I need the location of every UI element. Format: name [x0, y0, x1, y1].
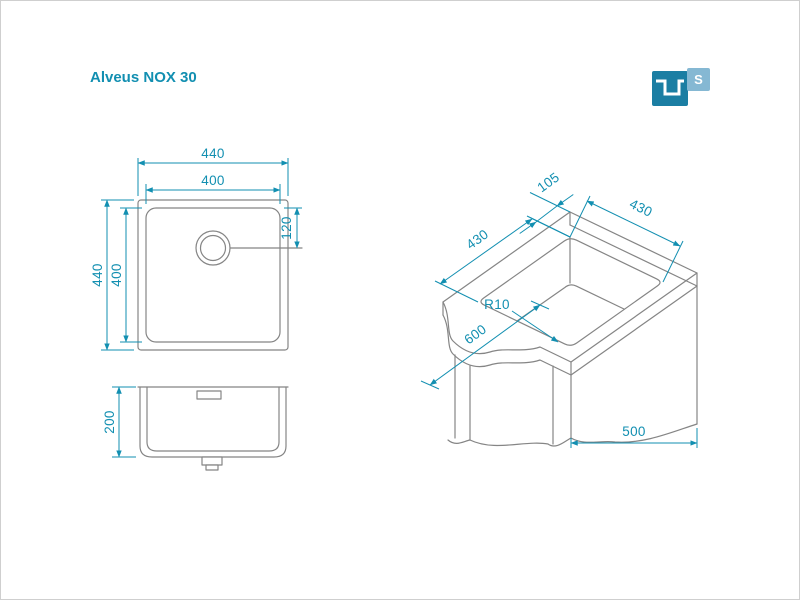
dim-text: 440 [201, 146, 224, 161]
dim-text: 200 [102, 410, 117, 433]
dim-cabinet-width: 500 [570, 424, 698, 448]
sink-profile-glyph [656, 79, 684, 96]
drain-outlet [205, 464, 219, 471]
overflow-opening [196, 390, 222, 400]
bowl-bottom-edge [516, 284, 625, 322]
extension-line [529, 192, 571, 213]
drain-inner-circle [199, 234, 227, 262]
iso-view: 430 105 430 R10 600 [420, 169, 698, 448]
dimension-line [586, 200, 681, 247]
dimension-line [429, 304, 541, 386]
extension-line [529, 217, 571, 238]
dim-drain-offset: 120 [279, 207, 302, 249]
extension-line [662, 240, 684, 283]
dim-text: 400 [109, 263, 124, 286]
dimension-arrow [519, 221, 537, 234]
dimension-line [439, 218, 533, 285]
icon-letter-badge [687, 68, 710, 91]
dim-text: 400 [201, 173, 224, 188]
dim-top-outer-height: 440 [90, 199, 134, 351]
page-title: Alveus NOX 30 [90, 69, 197, 86]
front-view: 200 [102, 386, 289, 471]
dim-text: 120 [279, 216, 294, 239]
dim-text: 440 [90, 263, 105, 286]
dim-text: 500 [622, 424, 645, 439]
dimension-arrow [556, 194, 574, 207]
dim-top-outer-width: 440 [137, 146, 289, 196]
drain-fitting [201, 456, 223, 466]
top-view-bowl [145, 207, 281, 343]
extension-line [434, 280, 479, 303]
dim-bowl-depth: 200 [102, 386, 136, 458]
dim-top-inner-width: 400 [145, 173, 281, 204]
dim-top-inner-height: 400 [109, 207, 142, 343]
dimension-line [535, 205, 558, 223]
product-icon: S [652, 68, 710, 106]
top-view: 440 400 440 400 120 [90, 146, 303, 351]
front-inner-wall [146, 386, 280, 452]
dim-text: R10 [484, 297, 510, 312]
icon-letter: S [694, 72, 703, 87]
sink-profile-icon [652, 71, 688, 106]
